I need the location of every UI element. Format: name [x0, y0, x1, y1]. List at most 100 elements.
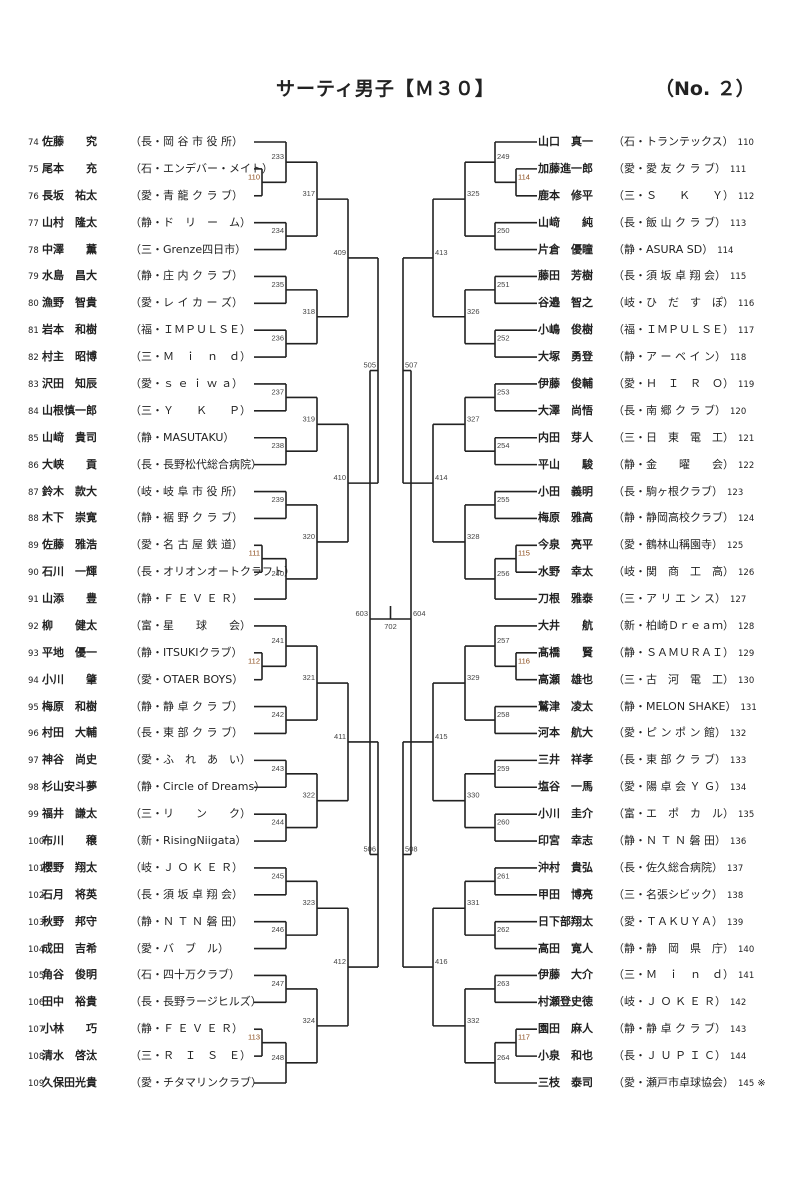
match-number: 414	[435, 473, 448, 482]
player-row: 山口 真一（石・トランテックス）110	[538, 133, 798, 151]
player-name: 中澤 薫	[42, 242, 97, 256]
seed-number: 131	[740, 702, 757, 713]
seed-number: 137	[727, 863, 744, 874]
player-name: 岩本 和樹	[42, 323, 97, 337]
match-number: 241	[271, 636, 284, 645]
team-name: （福・ＩＭＰＵＬＳＥ）	[130, 323, 251, 337]
player-row: 103秋野 邦守（静・Ｎ Ｔ Ｎ 磐 田）	[28, 913, 254, 931]
match-number: 112	[248, 656, 260, 665]
seed-number: 81	[28, 326, 39, 337]
seed-number: 78	[28, 245, 39, 256]
seed-number: 82	[28, 353, 39, 364]
team-name: （富・星 球 会）	[130, 618, 251, 632]
team-name: （愛・OTAER BOYS）	[130, 672, 244, 686]
player-name: 山根慎一郎	[42, 403, 97, 417]
player-name: 小林 巧	[42, 1022, 97, 1036]
player-name: 高田 寛人	[538, 941, 593, 955]
team-name: （三・Ｒ Ｉ Ｓ Ｅ）	[130, 1049, 251, 1063]
player-row: 高瀬 雄也（三・古 河 電 工）130	[538, 671, 798, 689]
player-name: 成田 吉希	[42, 941, 97, 955]
player-row: 日下部翔太（愛・ＴＡＫＵＹＡ）139	[538, 913, 798, 931]
match-number: 263	[497, 979, 510, 988]
player-row: 鷲津 凌太（静・MELON SHAKE）131	[538, 698, 798, 716]
team-name: （長・長野松代総合病院）	[130, 457, 262, 471]
team-name: （静・Ｎ Ｔ Ｎ 磐 田）	[130, 914, 243, 928]
match-number: 324	[302, 1016, 315, 1025]
player-name: 山添 豊	[42, 592, 97, 606]
match-number: 242	[271, 710, 284, 719]
player-row: 大塚 勇登（静・ア ー ベ イ ン）118	[538, 348, 798, 366]
note-mark: ※	[757, 1078, 766, 1089]
match-number: 252	[497, 334, 510, 343]
seed-number: 107	[28, 1025, 45, 1036]
match-number: 415	[435, 732, 448, 741]
match-number: 240	[271, 569, 284, 578]
player-name: 小嶋 俊樹	[538, 323, 593, 337]
team-name: （愛・瀬戸市卓球協会）	[613, 1076, 734, 1089]
player-name: 山村 隆太	[42, 215, 97, 229]
team-name: （静・庄 内 ク ラ ブ）	[130, 269, 243, 283]
player-row: 小田 義明（長・駒ヶ根クラブ）123	[538, 483, 798, 501]
seed-number: 93	[28, 648, 39, 659]
team-name: （長・駒ヶ根クラブ）	[613, 484, 723, 498]
player-row: 甲田 博亮（三・名張シビック）138	[538, 886, 798, 904]
player-name: 小泉 和也	[538, 1049, 593, 1063]
seed-number: 120	[730, 406, 747, 417]
player-name: 山口 真一	[538, 135, 593, 148]
player-name: 小川 肇	[42, 672, 97, 686]
player-row: 高田 寛人（静・静 岡 県 庁）140	[538, 940, 798, 958]
seed-number: 143	[730, 1025, 747, 1036]
player-name: 園田 麻人	[538, 1022, 593, 1036]
team-name: （愛・Ｈ Ｉ Ｒ Ｏ）	[613, 376, 734, 390]
match-number: 249	[497, 152, 510, 161]
seed-number: 114	[717, 245, 734, 256]
player-row: 大澤 尚悟（長・南 郷 ク ラ ブ）120	[538, 402, 798, 420]
team-name: （愛・チタマリンクラブ）	[130, 1076, 262, 1089]
match-number: 330	[467, 791, 480, 800]
team-name: （長・岡 谷 市 役 所）	[130, 135, 243, 148]
player-name: 三井 祥孝	[538, 753, 593, 767]
match-number: 117	[518, 1033, 530, 1042]
player-row: 印宮 幸志（静・Ｎ Ｔ Ｎ 磐 田）136	[538, 832, 798, 850]
seed-number: 112	[738, 191, 755, 202]
match-number: 255	[497, 495, 510, 504]
match-number: 413	[435, 248, 448, 257]
seed-number: 109	[28, 1079, 45, 1089]
player-row: 谷邉 智之（岐・ひ だ す ぽ）116	[538, 294, 798, 312]
match-number: 233	[271, 152, 284, 161]
page-number: （No. ２）	[655, 78, 755, 100]
seed-number: 116	[738, 299, 755, 310]
match-number: 332	[467, 1016, 480, 1025]
player-row: 藤田 芳樹（長・須 坂 卓 翔 会）115	[538, 267, 798, 285]
match-number: 245	[271, 871, 284, 880]
match-number: 236	[271, 334, 284, 343]
player-name: 刀根 雅泰	[538, 592, 593, 606]
player-row: 沖村 貴弘（長・佐久総合病院）137	[538, 859, 798, 877]
seed-number: 85	[28, 433, 39, 444]
seed-number: 89	[28, 541, 39, 552]
player-name: 甲田 博亮	[538, 887, 593, 901]
seed-number: 97	[28, 756, 39, 767]
seed-number: 121	[738, 433, 755, 444]
seed-number: 95	[28, 702, 39, 713]
player-row: 伊藤 俊輔（愛・Ｈ Ｉ Ｒ Ｏ）119	[538, 375, 798, 393]
match-number: 507	[405, 361, 418, 370]
match-number: 235	[271, 280, 284, 289]
player-name: 大井 航	[538, 618, 593, 632]
team-name: （新・柏崎Ｄｒｅａｍ）	[613, 618, 734, 632]
player-row: 村瀬登史徳（岐・Ｊ Ｏ Ｋ Ｅ Ｒ）142	[538, 993, 798, 1011]
player-row: 106田中 裕貴（長・長野ラージヒルズ）	[28, 993, 262, 1011]
team-name: （富・エ ポ カ ル）	[613, 807, 734, 821]
seed-number: 96	[28, 729, 39, 740]
player-name: 村瀬登史徳	[538, 995, 593, 1009]
player-row: 梅原 雅高（静・静岡高校クラブ）124	[538, 509, 798, 527]
seed-number: 86	[28, 460, 39, 471]
team-name: （長・佐久総合病院）	[613, 860, 723, 874]
